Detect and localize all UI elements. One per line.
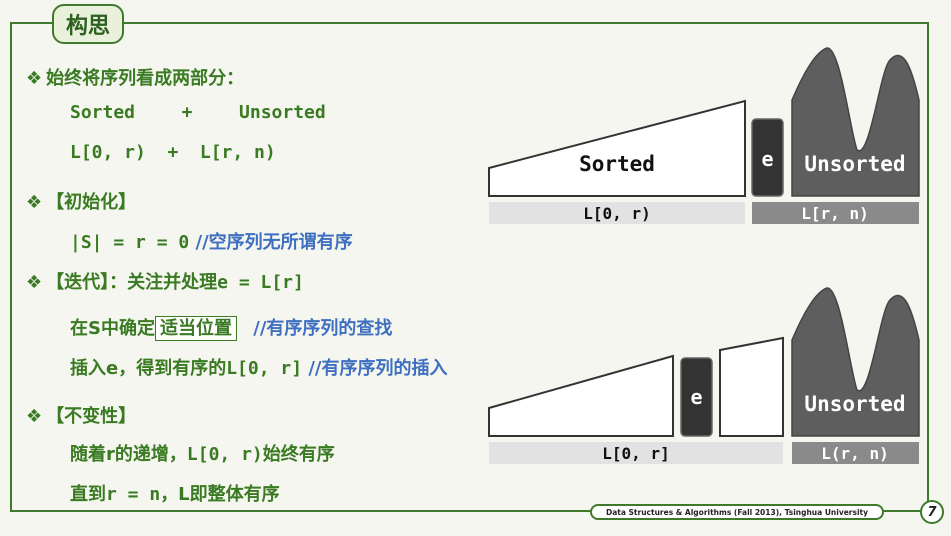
slide-title: 构思 [52, 4, 124, 44]
element-e-box [751, 118, 784, 197]
sorted-label: Sorted [579, 152, 655, 176]
unsorted-label: Unsorted [804, 152, 905, 176]
range-label-unsorted-bottom: L(r, n) [821, 444, 888, 463]
range-label-unsorted: L[r, n) [801, 204, 868, 223]
line-invariant-detail: 随着r的递增，L[0, r)始终有序 [70, 444, 335, 465]
line-ranges: L[0, r)+L[r, n) [70, 142, 276, 163]
page-number: 7 [920, 500, 944, 524]
position-highlight-box: 适当位置 [154, 316, 237, 341]
inserted-e-box [680, 357, 713, 437]
sorted-wedge-right [719, 336, 784, 437]
diamond-bullet-icon: ❖ [26, 192, 43, 213]
range-bar-unsorted-bottom [792, 442, 919, 464]
line-init-detail: |S| = r = 0 //空序列无所谓有序 [70, 232, 353, 253]
unsorted-hills [791, 47, 920, 197]
unsorted-hills-bottom [791, 287, 920, 437]
bullet-iterate: ❖【迭代】：关注并处理e = L[r] [26, 272, 304, 293]
range-bar-unsorted [752, 202, 919, 224]
slide-frame [10, 22, 929, 512]
diamond-bullet-icon: ❖ [26, 68, 43, 89]
diamond-bullet-icon: ❖ [26, 272, 43, 293]
element-e-label: e [761, 147, 773, 171]
range-label-sorted-bottom: L[0, r] [602, 444, 669, 463]
diagram-top: Sorted e Unsorted L[0, r) L[r, n) [488, 47, 920, 224]
unsorted-label-bottom: Unsorted [804, 392, 905, 416]
sorted-wedge-left [488, 354, 674, 437]
diagram-bottom: e Unsorted L[0, r] L(r, n) [488, 287, 920, 464]
bullet-init: ❖【初始化】 [26, 192, 137, 213]
line-find-position: 在S中确定适当位置 //有序序列的查找 [70, 316, 393, 341]
footer-course-label: Data Structures & Algorithms (Fall 2013)… [590, 504, 884, 520]
range-label-sorted: L[0, r) [583, 204, 650, 223]
bullet-invariant: ❖【不变性】 [26, 406, 137, 427]
range-bar-sorted [489, 202, 745, 224]
bullet-two-parts: ❖始终将序列看成两部分： [26, 68, 245, 89]
line-sorted-unsorted: Sorted+Unsorted [70, 102, 326, 123]
range-bar-sorted-bottom [489, 442, 783, 464]
sorted-wedge [488, 99, 746, 197]
diamond-bullet-icon: ❖ [26, 406, 43, 427]
line-insert: 插入e，得到有序的L[0, r] //有序序列的插入 [70, 358, 448, 379]
line-termination: 直到r = n，L即整体有序 [70, 484, 280, 505]
inserted-e-label: e [690, 385, 702, 409]
